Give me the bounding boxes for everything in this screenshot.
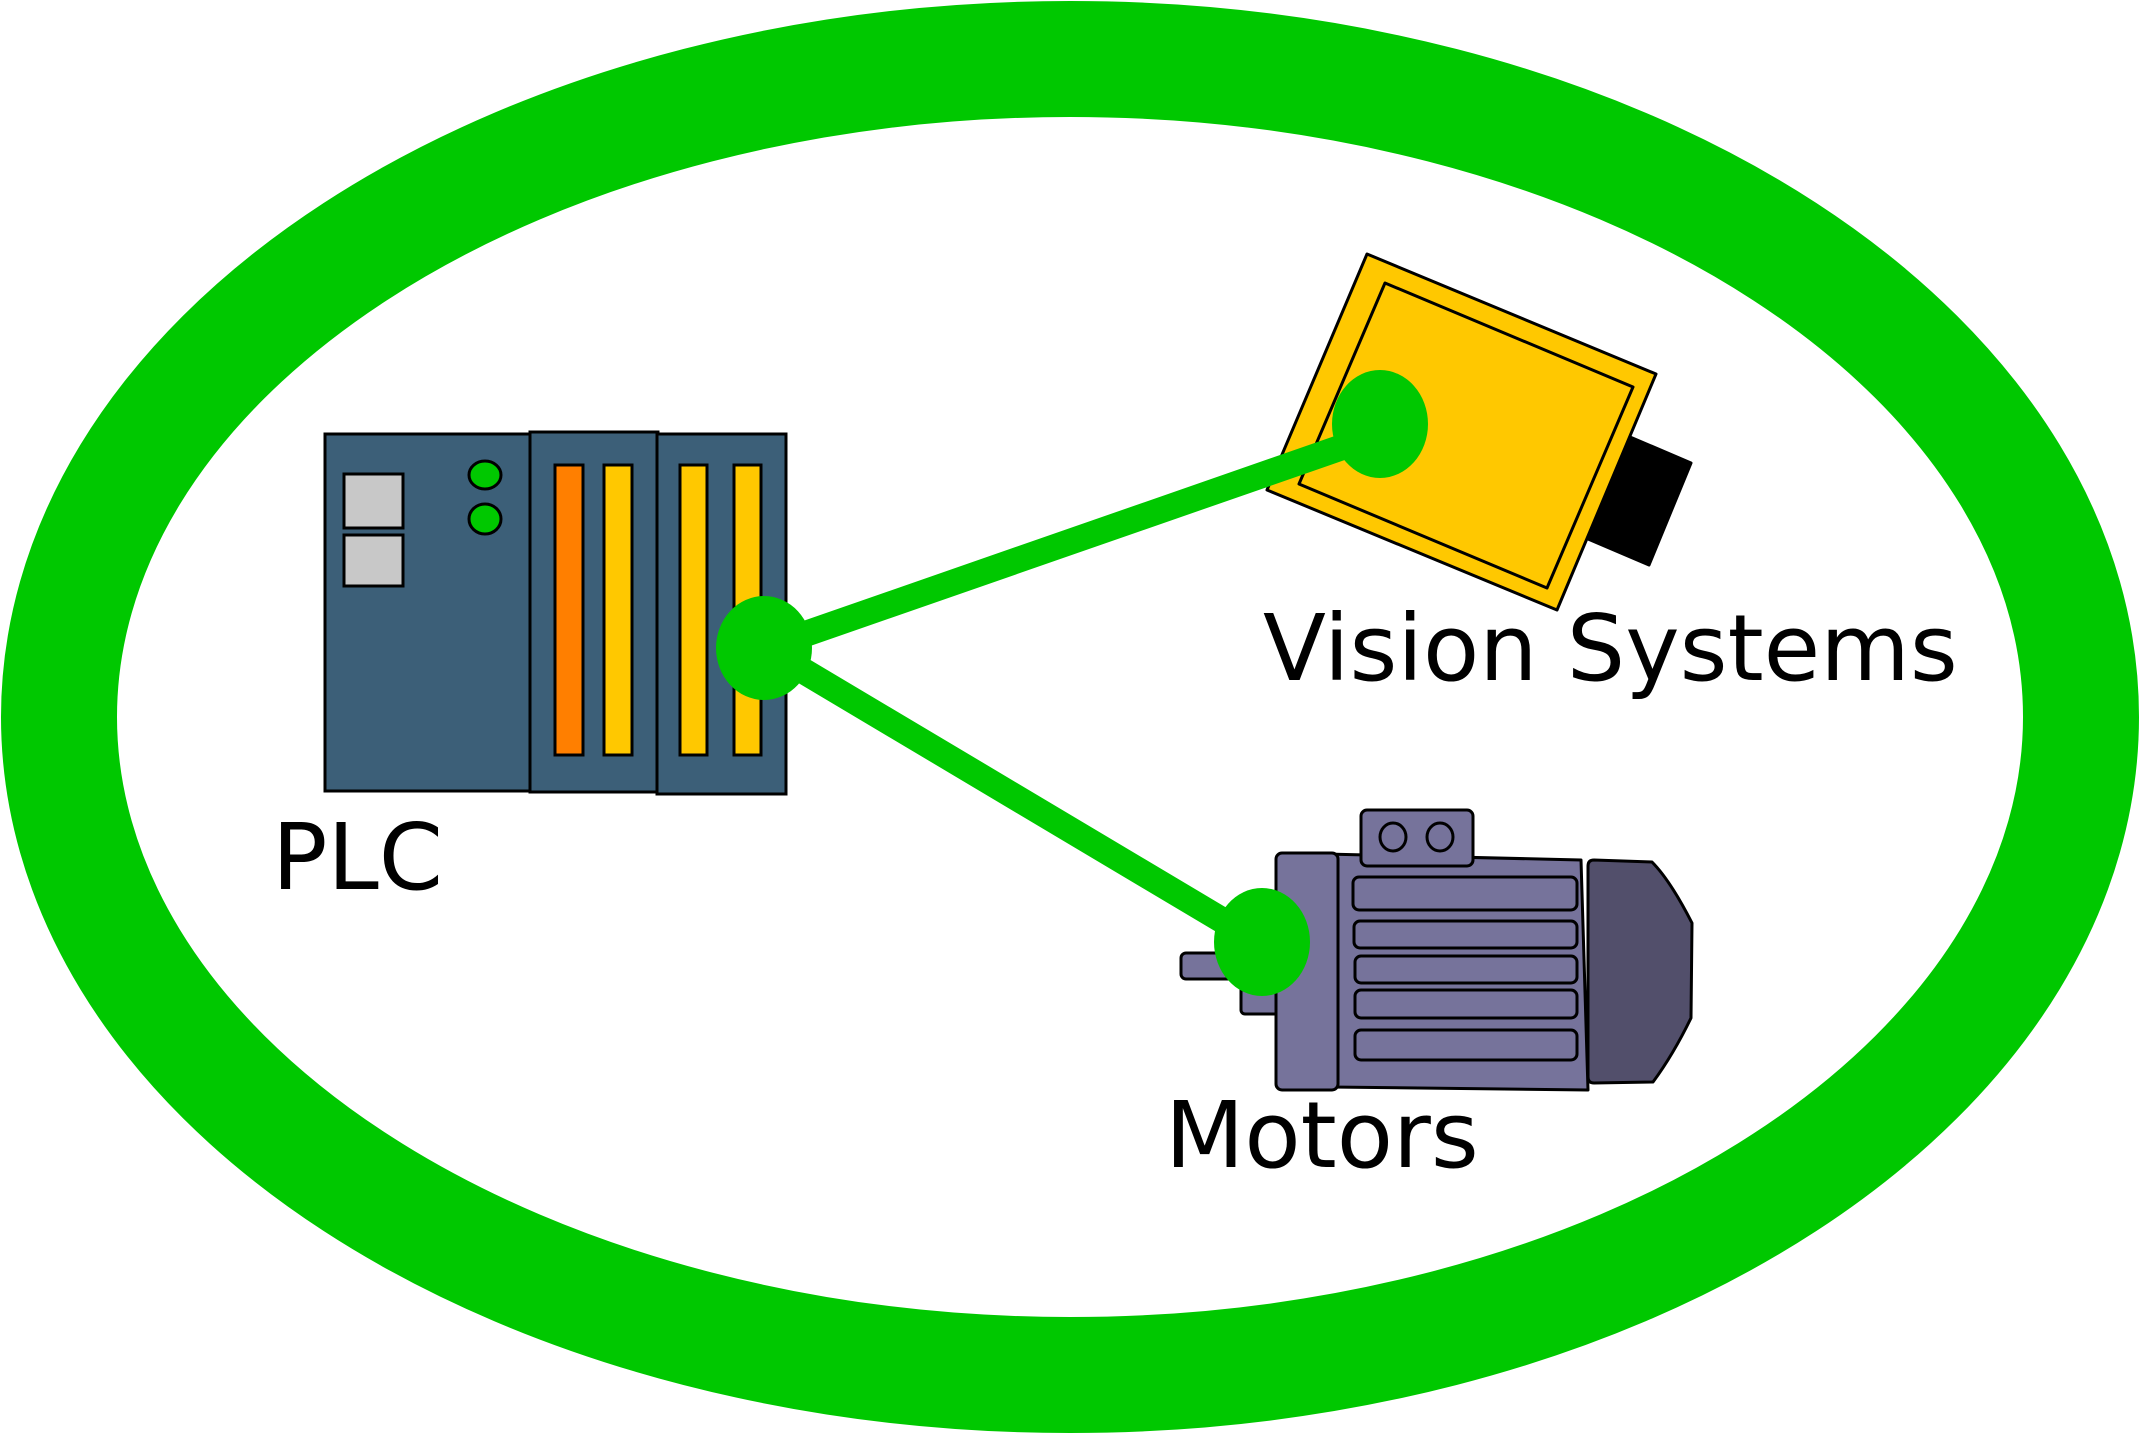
camera-panel [1297, 281, 1635, 590]
plc-led [467, 502, 503, 536]
motor-fin [1353, 1028, 1579, 1062]
motor-fin [1353, 988, 1579, 1020]
motor-terminal [1378, 821, 1408, 853]
motor-junction-box [1359, 808, 1475, 868]
plc-io-card [602, 463, 634, 757]
motor-fin [1353, 954, 1579, 985]
network-links [752, 421, 1393, 957]
plc-io-module [528, 430, 660, 794]
motors-label: Motors [1165, 1082, 1479, 1189]
node-motors [1214, 888, 1310, 996]
link-plc-motors [752, 635, 1275, 957]
plc-port [342, 533, 405, 588]
plc-io-card [553, 463, 585, 757]
link-plc-vision [752, 421, 1393, 661]
motor-fin [1352, 919, 1579, 950]
plc-icon [323, 430, 788, 796]
plc-label: PLC [272, 804, 443, 911]
vision-systems-label: Vision Systems [1263, 595, 1958, 702]
camera-icon [1265, 252, 1693, 612]
motor-fan-cover [1586, 858, 1694, 1085]
motor-fin [1351, 875, 1579, 912]
plc-cpu-module [323, 432, 534, 793]
network-nodes [716, 370, 1428, 996]
motor-terminal [1425, 821, 1455, 853]
motor-icon [1179, 808, 1694, 1092]
node-vision [1332, 370, 1428, 478]
node-plc [716, 596, 812, 700]
plc-port [342, 472, 405, 530]
plc-io-card [678, 463, 709, 757]
plc-led [467, 459, 503, 491]
